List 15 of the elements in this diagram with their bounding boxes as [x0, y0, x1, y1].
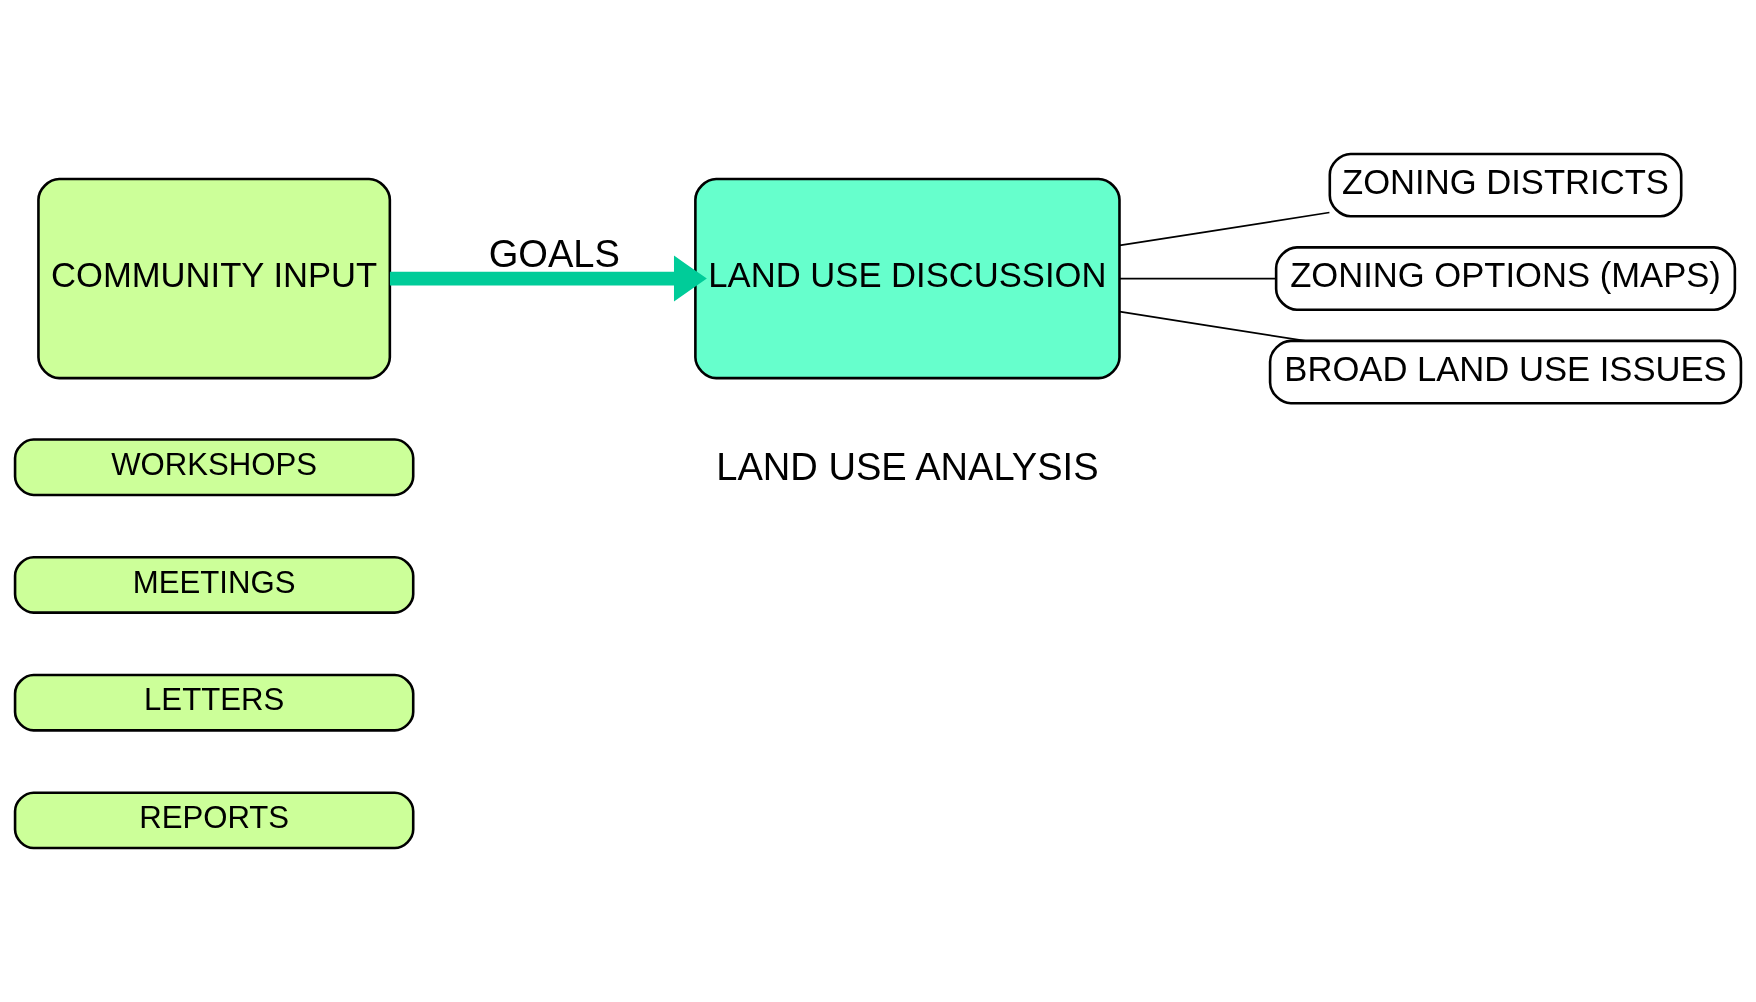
- node-box: ZONING DISTRICTS: [1328, 152, 1683, 218]
- node-box: MEETINGS: [13, 555, 415, 614]
- edge-label: GOALS: [488, 233, 620, 276]
- node-box: BROAD LAND USE ISSUES: [1268, 339, 1743, 405]
- connector: [1118, 310, 1307, 342]
- connector: [1118, 277, 1277, 280]
- arrow: [389, 255, 707, 302]
- node-box: WORKSHOPS: [13, 438, 415, 497]
- node-box: REPORTS: [13, 791, 415, 850]
- label: LAND USE ANALYSIS: [716, 446, 1099, 489]
- node-box: LAND USE DISCUSSION: [694, 177, 1121, 380]
- node-box: ZONING OPTIONS (MAPS): [1274, 246, 1737, 312]
- node-box: COMMUNITY INPUT: [37, 177, 392, 380]
- connector: [1118, 211, 1331, 247]
- node-box: LETTERS: [13, 673, 415, 732]
